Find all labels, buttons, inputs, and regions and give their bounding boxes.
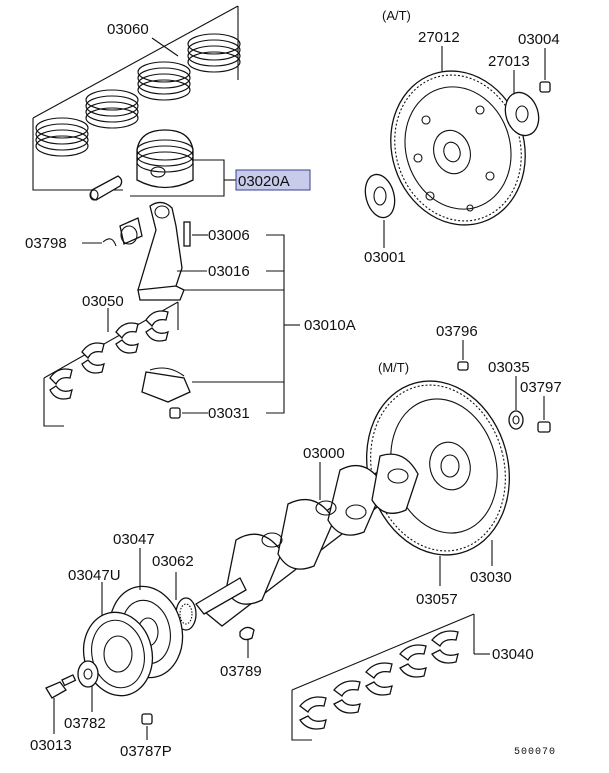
label-03798: 03798 bbox=[25, 235, 67, 252]
label-03787P: 03787P bbox=[120, 743, 172, 760]
main-bearing-set[interactable]: 03040 bbox=[291, 613, 534, 741]
header-at: (A/T) bbox=[382, 8, 411, 23]
label-03030: 03030 bbox=[470, 569, 512, 586]
label-03006: 03006 bbox=[208, 227, 250, 244]
pulley-screw[interactable]: 03787P bbox=[120, 713, 172, 760]
highlight-03020A bbox=[235, 169, 311, 191]
label-03797: 03797 bbox=[520, 379, 562, 396]
crankshaft[interactable]: 03000 bbox=[195, 445, 419, 627]
label-03047: 03047 bbox=[113, 531, 155, 548]
label-03004: 03004 bbox=[518, 31, 560, 48]
label-03000: 03000 bbox=[303, 445, 345, 462]
piston[interactable]: 03020A bbox=[89, 129, 311, 201]
label-03013: 03013 bbox=[30, 737, 72, 754]
woodruff-key[interactable]: 03789 bbox=[220, 626, 262, 680]
label-03040: 03040 bbox=[492, 646, 534, 663]
pulley-washer[interactable]: 03782 bbox=[64, 660, 106, 732]
pulley-bolt[interactable]: 03013 bbox=[30, 674, 77, 754]
diagram-code: 500070 bbox=[514, 747, 556, 758]
rod-bearing-set[interactable]: 03050 bbox=[43, 293, 179, 427]
label-03062: 03062 bbox=[152, 553, 194, 570]
connecting-rod-group[interactable]: 03798 03006 03016 03031 03010A bbox=[25, 201, 356, 422]
label-03796: 03796 bbox=[436, 323, 478, 340]
label-03789: 03789 bbox=[220, 663, 262, 680]
snap-ring bbox=[102, 238, 117, 247]
label-03050: 03050 bbox=[82, 293, 124, 310]
label-27013: 27013 bbox=[488, 53, 530, 70]
label-03016: 03016 bbox=[208, 263, 250, 280]
label-03047U: 03047U bbox=[68, 567, 121, 584]
label-03057: 03057 bbox=[416, 591, 458, 608]
label-03010A: 03010A bbox=[304, 317, 356, 334]
label-03060: 03060 bbox=[107, 21, 149, 38]
piston-ring-set[interactable]: 03060 bbox=[32, 5, 241, 191]
label-03782: 03782 bbox=[64, 715, 106, 732]
label-03031: 03031 bbox=[208, 405, 250, 422]
drive-plate-group[interactable]: (A/T) 27012 27013 03004 03001 bbox=[361, 8, 560, 266]
label-03035: 03035 bbox=[488, 359, 530, 376]
label-27012: 27012 bbox=[418, 29, 460, 46]
label-03001: 03001 bbox=[364, 249, 406, 266]
header-mt: (M/T) bbox=[378, 360, 409, 375]
label-03020A[interactable]: 03020A bbox=[238, 173, 290, 190]
